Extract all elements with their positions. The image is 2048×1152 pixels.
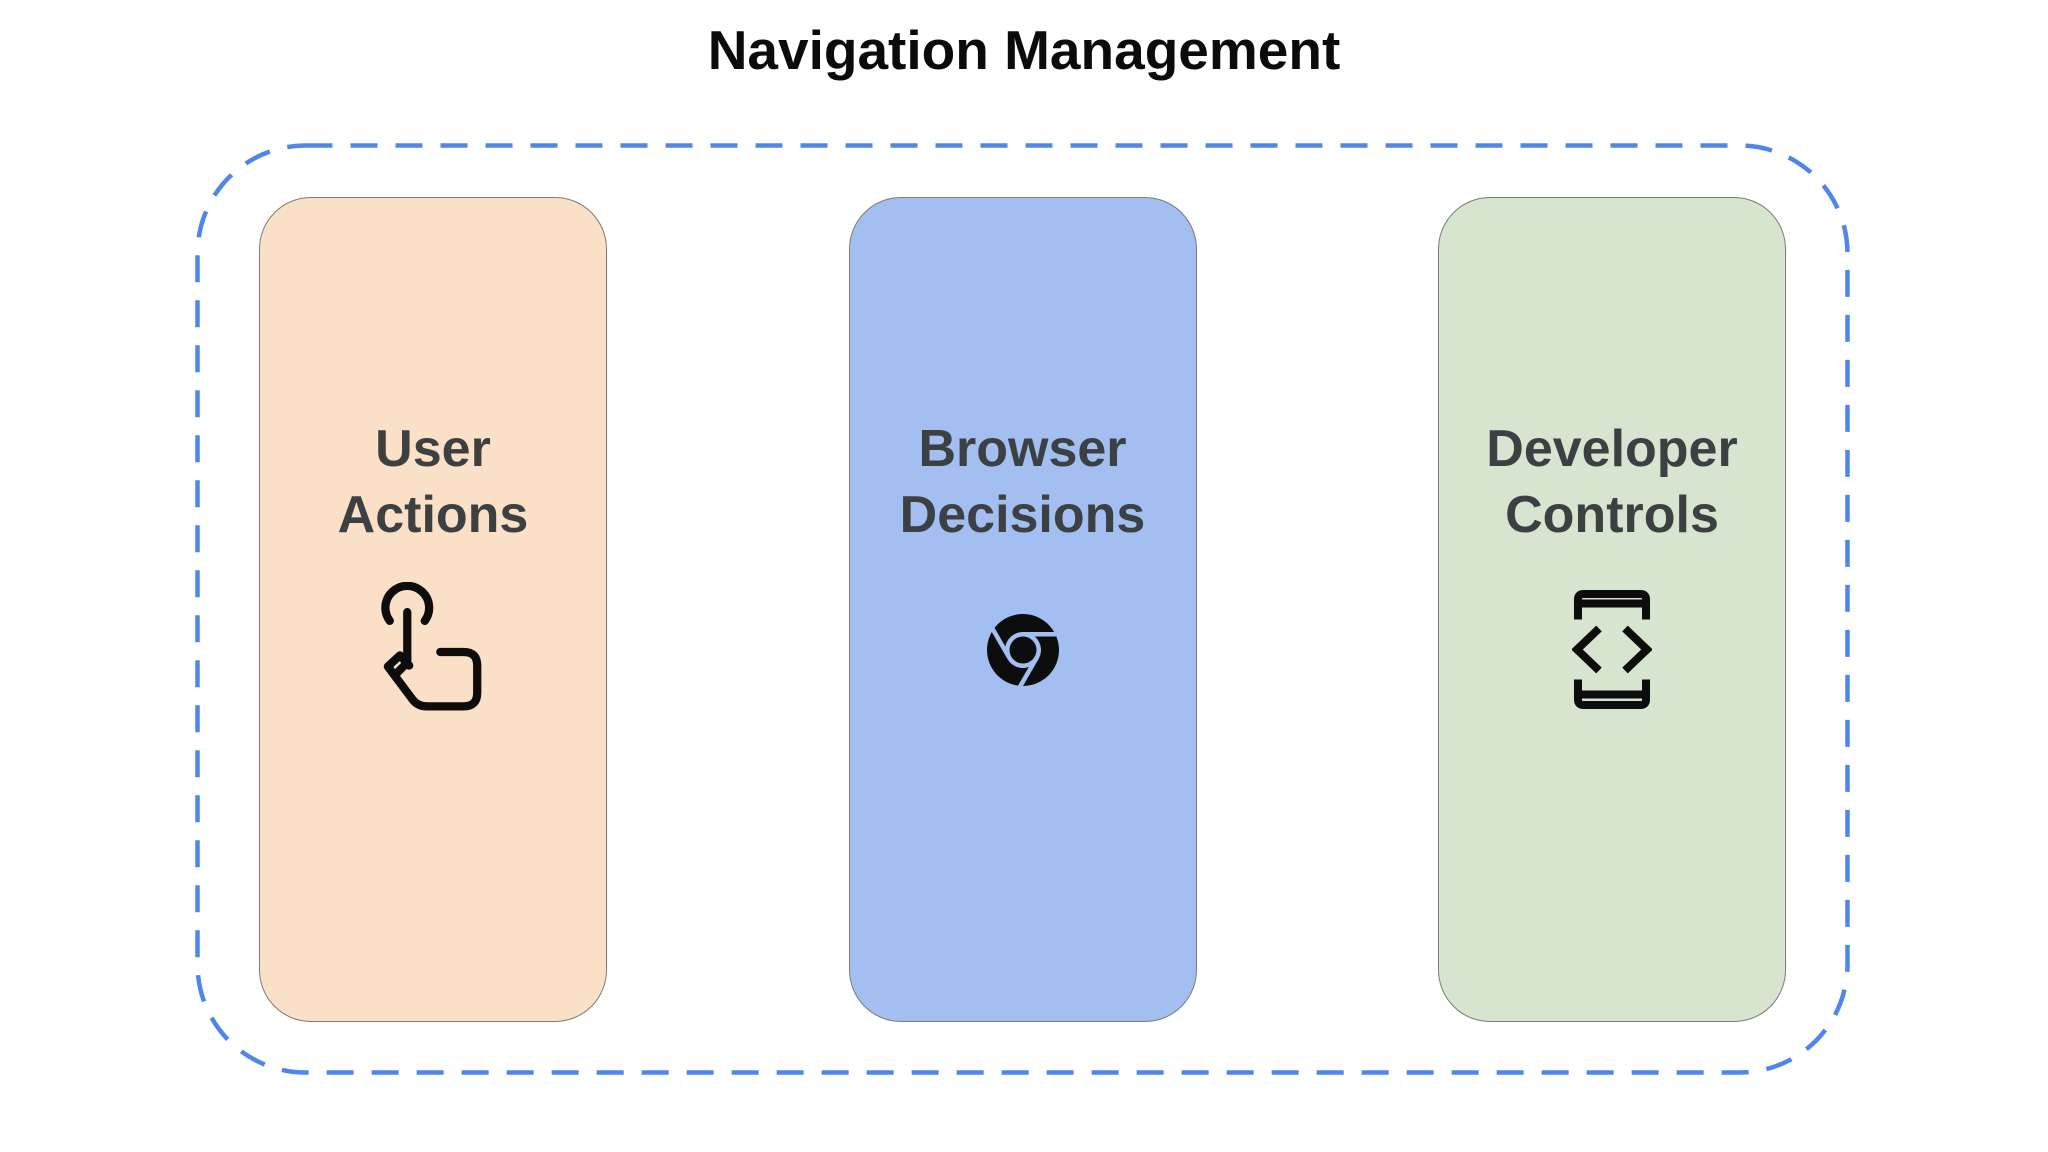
diagram-title: Navigation Management [707,19,1341,81]
card-developer-controls: Developer Controls [1438,196,1786,1022]
card-browser-decisions: Browser Decisions [848,196,1197,1022]
tap-gesture-icon [380,581,487,718]
card-browser-decisions-label: Browser Decisions [899,419,1146,544]
navigation-group: User Actions Browser Decisions [195,143,1850,1075]
card-user-actions: User Actions [259,196,607,1022]
chrome-icon [969,582,1077,718]
developer-mode-icon [1572,582,1652,718]
card-user-actions-label: User Actions [337,419,529,544]
card-developer-controls-label: Developer Controls [1486,419,1738,544]
